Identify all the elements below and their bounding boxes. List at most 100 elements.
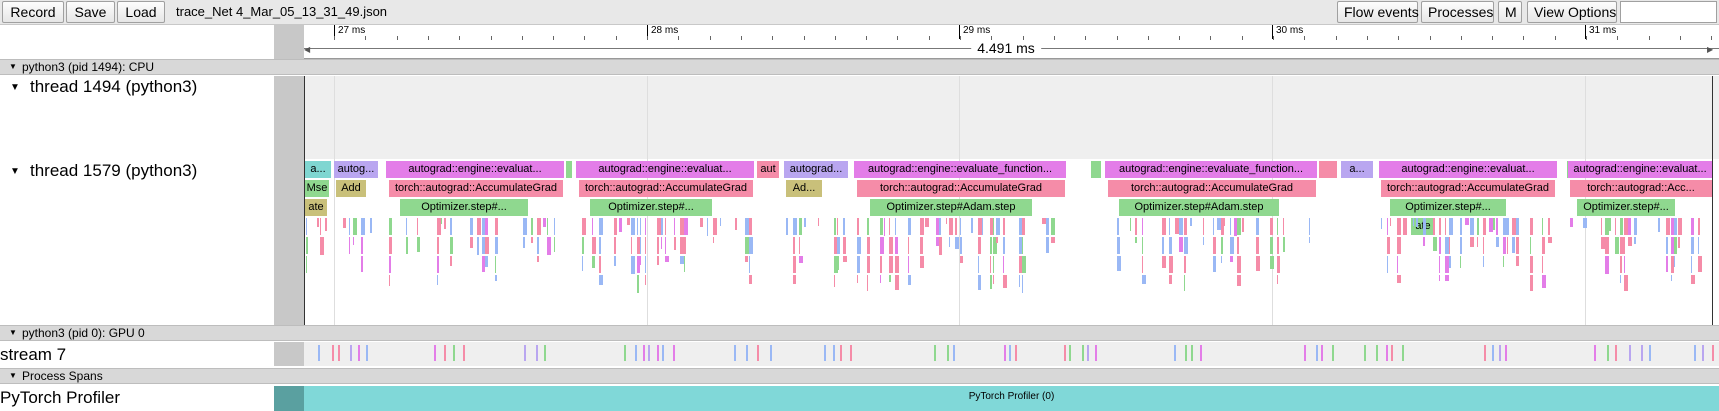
- call-stack-slice[interactable]: [1496, 237, 1499, 247]
- call-stack-slice[interactable]: [1142, 275, 1146, 284]
- slice-evaluate-function[interactable]: autograd::engine::evaluat...: [1568, 161, 1712, 178]
- call-stack-slice[interactable]: [645, 218, 646, 235]
- call-stack-slice[interactable]: [1583, 218, 1587, 228]
- call-stack-slice[interactable]: [1548, 218, 1550, 235]
- call-stack-slice[interactable]: [1470, 218, 1474, 235]
- call-stack-slice[interactable]: [1022, 275, 1023, 293]
- call-stack-slice[interactable]: [1423, 237, 1425, 246]
- slice-evaluate[interactable]: a...: [305, 161, 331, 178]
- call-stack-slice[interactable]: [749, 275, 752, 284]
- call-stack-slice[interactable]: [674, 218, 675, 235]
- gpu-kernel-mark[interactable]: [1607, 345, 1609, 361]
- call-stack-slice[interactable]: [949, 237, 950, 247]
- gpu-kernel-mark[interactable]: [1321, 345, 1323, 361]
- call-stack-slice[interactable]: [880, 256, 882, 273]
- call-stack-slice[interactable]: [482, 237, 485, 254]
- gpu-kernel-mark[interactable]: [824, 345, 826, 361]
- call-stack-slice[interactable]: [920, 237, 923, 254]
- call-stack-slice[interactable]: [523, 218, 527, 235]
- call-stack-slice[interactable]: [317, 218, 319, 227]
- call-stack-slice[interactable]: [1162, 256, 1166, 268]
- call-stack-slice[interactable]: [684, 218, 688, 235]
- call-stack-slice[interactable]: [1397, 237, 1401, 254]
- thread-1494-collapse-icon[interactable]: ▼: [10, 82, 20, 93]
- call-stack-slice[interactable]: [1042, 218, 1046, 224]
- call-stack-slice[interactable]: [908, 275, 911, 285]
- call-stack-slice[interactable]: [1019, 218, 1022, 235]
- call-stack-slice[interactable]: [960, 256, 963, 263]
- call-stack-slice[interactable]: [406, 237, 408, 254]
- call-stack-slice[interactable]: [793, 256, 796, 273]
- gpu-kernel-mark[interactable]: [734, 345, 736, 361]
- call-stack-slice[interactable]: [1503, 218, 1507, 235]
- call-stack-slice[interactable]: [996, 218, 1000, 235]
- call-stack-slice[interactable]: [495, 237, 498, 254]
- call-stack-slice[interactable]: [1503, 256, 1504, 267]
- call-stack-slice[interactable]: [631, 256, 635, 274]
- call-stack-slice[interactable]: [582, 218, 586, 235]
- call-stack-slice[interactable]: [637, 275, 639, 293]
- call-stack-slice[interactable]: [857, 237, 861, 254]
- call-stack-slice[interactable]: [1003, 256, 1004, 273]
- call-stack-slice[interactable]: [920, 218, 924, 235]
- call-stack-slice[interactable]: [1671, 275, 1672, 281]
- call-stack-slice[interactable]: [1503, 237, 1506, 254]
- call-stack-slice[interactable]: [884, 218, 885, 236]
- call-stack-slice[interactable]: [477, 218, 481, 235]
- call-stack-slice[interactable]: [582, 237, 584, 254]
- call-stack-slice[interactable]: [1620, 256, 1622, 273]
- gpu-kernel-mark[interactable]: [1069, 345, 1071, 361]
- call-stack-slice[interactable]: [599, 237, 601, 254]
- call-stack-slice[interactable]: [1230, 237, 1234, 254]
- gpu-kernel-mark[interactable]: [1402, 345, 1404, 361]
- call-stack-slice[interactable]: [657, 237, 659, 254]
- call-stack-slice[interactable]: [1691, 256, 1692, 273]
- call-stack-slice[interactable]: [1615, 218, 1616, 235]
- gpu-kernel-mark[interactable]: [544, 345, 546, 361]
- call-stack-slice[interactable]: [1628, 237, 1632, 246]
- call-stack-slice[interactable]: [320, 237, 324, 255]
- call-stack-slice[interactable]: [1628, 218, 1631, 235]
- gpu-kernel-mark[interactable]: [934, 345, 936, 361]
- call-stack-slice[interactable]: [1601, 218, 1602, 235]
- call-stack-slice[interactable]: [614, 218, 617, 235]
- call-stack-slice[interactable]: [1605, 237, 1609, 254]
- call-stack-slice[interactable]: [990, 275, 992, 289]
- call-stack-slice[interactable]: [1003, 275, 1007, 288]
- call-stack-slice[interactable]: [1019, 256, 1023, 273]
- call-stack-slice[interactable]: [799, 237, 800, 254]
- flow-events-button[interactable]: Flow events: [1337, 1, 1419, 23]
- gpu-kernel-mark[interactable]: [350, 345, 352, 361]
- call-stack-slice[interactable]: [370, 218, 372, 233]
- call-stack-slice[interactable]: [867, 275, 868, 291]
- search-input[interactable]: [1620, 1, 1717, 23]
- call-stack-slice[interactable]: [993, 218, 994, 235]
- gpu-kernel-mark[interactable]: [1499, 345, 1501, 361]
- call-stack-slice[interactable]: [554, 237, 555, 252]
- call-stack-slice[interactable]: [680, 218, 684, 235]
- call-stack-slice[interactable]: [745, 218, 749, 235]
- call-stack-slice[interactable]: [960, 218, 961, 235]
- call-stack-slice[interactable]: [1283, 218, 1284, 235]
- slice-evaluate-function[interactable]: autograd::engine::evaluate_function...: [1105, 161, 1317, 178]
- gpu-kernel-mark[interactable]: [524, 345, 526, 361]
- call-stack-slice[interactable]: [1678, 237, 1680, 248]
- call-stack-slice[interactable]: [1465, 218, 1469, 225]
- call-stack-slice[interactable]: [1184, 237, 1188, 254]
- slice-accumulate-grad[interactable]: torch::autograd::AccumulateGrad: [1381, 180, 1555, 197]
- call-stack-slice[interactable]: [441, 218, 442, 224]
- call-stack-slice[interactable]: [523, 237, 525, 248]
- call-stack-slice[interactable]: [1678, 218, 1682, 235]
- processes-button[interactable]: Processes: [1421, 1, 1494, 23]
- call-stack-slice[interactable]: [735, 218, 737, 230]
- gpu-kernel-mark[interactable]: [1364, 345, 1366, 361]
- call-stack-slice[interactable]: [1135, 218, 1137, 235]
- gpu-kernel-mark[interactable]: [1492, 345, 1494, 361]
- call-stack-slice[interactable]: [1674, 237, 1677, 254]
- call-stack-slice[interactable]: [700, 218, 703, 227]
- call-stack-slice[interactable]: [837, 256, 839, 270]
- gpu-kernel-mark[interactable]: [338, 345, 340, 361]
- call-stack-slice[interactable]: [857, 275, 858, 283]
- call-stack-slice[interactable]: [939, 237, 942, 255]
- call-stack-slice[interactable]: [1634, 237, 1636, 244]
